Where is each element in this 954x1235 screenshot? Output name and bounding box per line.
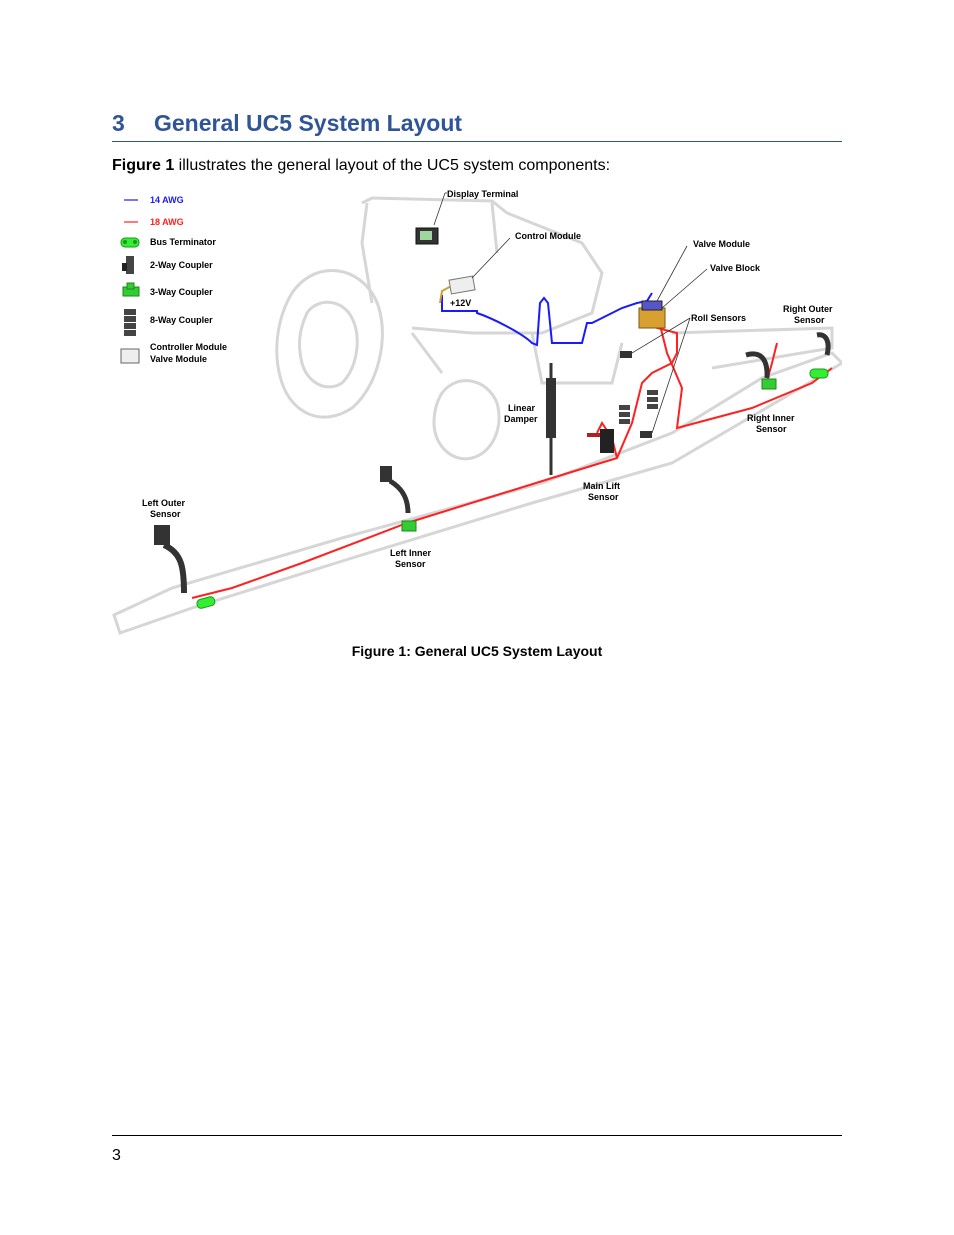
- figure-reference: Figure 1: [112, 157, 175, 174]
- label-main-lift-2: Sensor: [588, 492, 619, 502]
- label-left-inner-1: Left Inner: [390, 548, 431, 558]
- label-left-outer-1: Left Outer: [142, 498, 185, 508]
- label-display-terminal: Display Terminal: [447, 189, 518, 199]
- label-left-outer-2: Sensor: [150, 509, 181, 519]
- linear-damper-icon: [546, 363, 556, 475]
- page-number: 3: [112, 1147, 121, 1164]
- wire-14awg: [441, 292, 653, 347]
- system-layout-figure: 14 AWG 18 AWG Bus Terminator 2-Way Coupl…: [112, 183, 845, 638]
- legend-controller-label: Controller Module: [150, 342, 227, 352]
- main-lift-sensor-icon: [587, 429, 614, 453]
- left-inner-sensor-icon: [380, 466, 417, 532]
- legend: 14 AWG 18 AWG Bus Terminator 2-Way Coupl…: [120, 195, 227, 364]
- eight-way-coupler-icon: [124, 309, 136, 336]
- valve-block-icon: [638, 300, 666, 329]
- label-valve-block: Valve Block: [710, 263, 761, 273]
- layout-diagram: 14 AWG 18 AWG Bus Terminator 2-Way Coupl…: [112, 189, 845, 635]
- label-right-inner-1: Right Inner: [747, 413, 795, 423]
- label-linear-damper-1: Linear: [508, 403, 536, 413]
- section-number: 3: [112, 110, 125, 136]
- label-right-inner-2: Sensor: [756, 424, 787, 434]
- right-inner-sensor-icon: [745, 351, 777, 390]
- legend-valve-module-label: Valve Module: [150, 354, 207, 364]
- controller-module-icon: [120, 348, 140, 364]
- label-main-lift-1: Main Lift: [583, 481, 620, 491]
- legend-14awg-label: 14 AWG: [150, 195, 184, 205]
- intro-paragraph: Figure 1 illustrates the general layout …: [112, 157, 610, 175]
- legend-two-way-label: 2-Way Coupler: [150, 260, 213, 270]
- legend-eight-way-label: 8-Way Coupler: [150, 315, 213, 325]
- section-heading: 3 General UC5 System Layout: [112, 110, 842, 142]
- legend-bus-terminator-label: Bus Terminator: [150, 237, 216, 247]
- left-outer-sensor-icon: [154, 525, 216, 609]
- label-right-outer-1: Right Outer: [783, 304, 833, 314]
- roll-sensor-icon: [620, 351, 652, 438]
- legend-18awg-label: 18 AWG: [150, 217, 184, 227]
- label-valve-module: Valve Module: [693, 239, 750, 249]
- intro-text: illustrates the general layout of the UC…: [174, 157, 611, 174]
- display-terminal-icon: [415, 227, 439, 245]
- label-roll-sensors: Roll Sensors: [691, 313, 746, 323]
- eight-way-coupler-diagram-icon: [619, 390, 658, 424]
- section-title: General UC5 System Layout: [154, 110, 463, 136]
- label-plus12v: +12V: [450, 298, 471, 308]
- control-module-icon: [448, 275, 476, 295]
- two-way-coupler-icon: [122, 256, 134, 274]
- label-linear-damper-2: Damper: [504, 414, 538, 424]
- legend-three-way-label: 3-Way Coupler: [150, 287, 213, 297]
- three-way-coupler-icon: [122, 282, 140, 297]
- label-control-module: Control Module: [515, 231, 581, 241]
- footer-rule: [112, 1135, 842, 1136]
- bus-terminator-icon: [120, 237, 140, 248]
- label-right-outer-2: Sensor: [794, 315, 825, 325]
- figure-caption: Figure 1: General UC5 System Layout: [351, 643, 603, 659]
- label-left-inner-2: Sensor: [395, 559, 426, 569]
- right-outer-sensor-icon: [809, 332, 831, 379]
